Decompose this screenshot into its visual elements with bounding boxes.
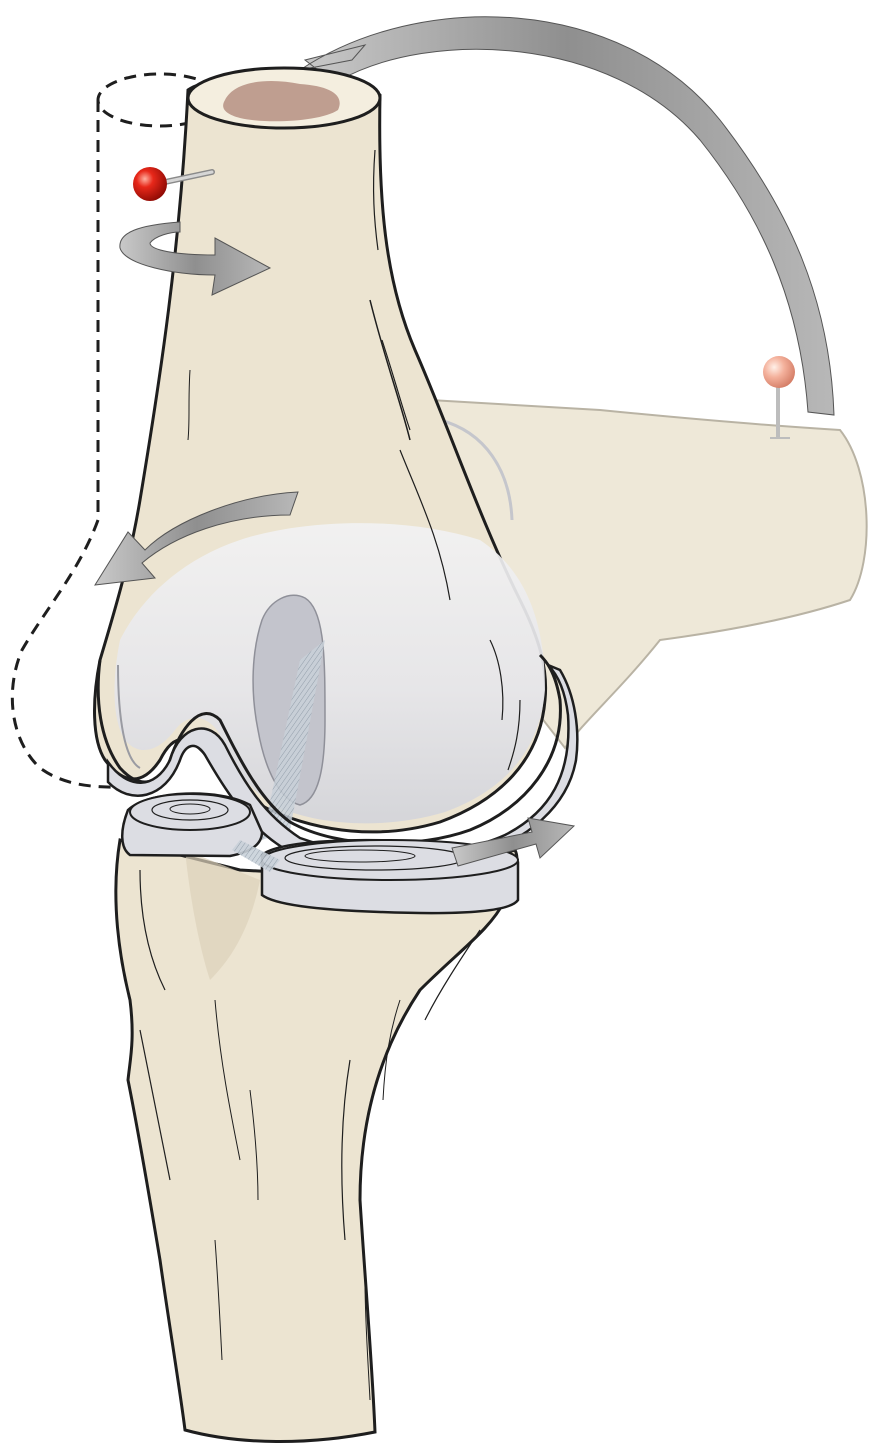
tibia xyxy=(116,840,517,1442)
